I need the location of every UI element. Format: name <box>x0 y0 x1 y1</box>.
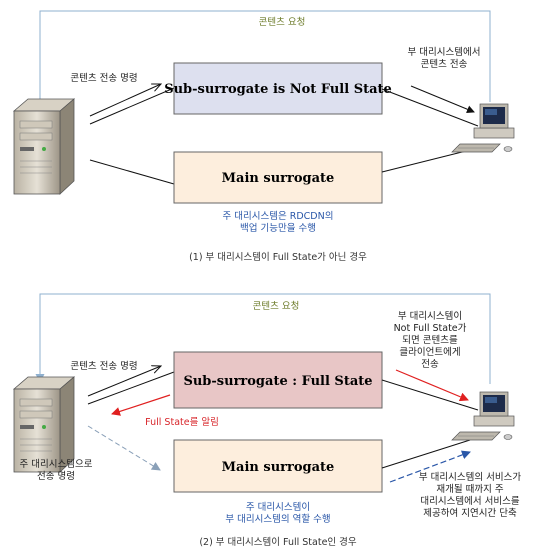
client-computer-icon <box>451 391 515 441</box>
caption-2: (2) 부 대리시스템이 Full State인 경우 <box>199 536 357 548</box>
command-label: 콘텐츠 전송 명령 <box>70 72 137 84</box>
full-state-notify-label: Full State를 알림 <box>145 416 219 428</box>
service-note-line-3: 대리시스템에서 서비스를 <box>420 495 519 507</box>
content-request-line <box>35 293 491 384</box>
main-surrogate-box <box>173 439 383 493</box>
content-request-line <box>35 10 491 113</box>
sub-surrogate-label: Sub-surrogate : Full State <box>183 374 372 389</box>
main-command-label-line-2: 전송 명령 <box>37 470 75 482</box>
main-note-line-2: 백업 기능만을 수행 <box>240 222 316 234</box>
command-line <box>87 371 175 405</box>
client-computer-icon <box>451 103 515 153</box>
client-note-line-2: 콘텐츠 전송 <box>421 59 468 70</box>
sub-surrogate-box <box>173 62 383 115</box>
service-note-line-2: 재개될 때까지 주 <box>436 484 503 495</box>
client-send-arrow <box>395 369 469 402</box>
client-note-line-3: 되면 콘텐츠를 <box>402 335 458 346</box>
sub-surrogate-box <box>173 351 383 409</box>
server-main-line <box>89 159 175 185</box>
full-state-notify-arrow <box>111 394 171 416</box>
command-line <box>89 87 175 125</box>
main-surrogate-label: Main surrogate <box>222 460 335 475</box>
client-note-line-1: 부 대리시스템이 <box>398 310 462 322</box>
sub-client-line <box>381 379 479 411</box>
sub-surrogate-label: Sub-surrogate is Not Full State <box>164 82 392 97</box>
client-note-line-4: 클라이언트에게 <box>399 346 460 358</box>
panel-1: 콘텐츠 요청 콘텐츠 전송 명령 Sub-surrogate is Not Fu… <box>13 10 515 263</box>
service-note-line-1: 부 대리시스템의 서비스가 <box>419 471 521 483</box>
main-note-line-1: 주 대리시스템이 <box>246 501 310 513</box>
main-command-arrow <box>87 425 161 471</box>
sub-client-line <box>381 88 479 127</box>
main-surrogate-label: Main surrogate <box>222 171 335 186</box>
command-label: 콘텐츠 전송 명령 <box>70 360 137 372</box>
panel-2: 콘텐츠 요청 콘텐츠 전송 명령 Sub-surrogate : Full St… <box>13 293 521 548</box>
main-note-line-2: 부 대리시스템의 역할 수행 <box>225 513 330 525</box>
service-note-line-4: 제공하여 지연시간 단축 <box>423 507 517 519</box>
main-note-line-1: 주 대리시스템은 RDCDN의 <box>223 210 334 222</box>
server-icon <box>13 376 75 473</box>
command-arrow <box>89 84 161 117</box>
main-service-arrow <box>389 450 471 483</box>
client-note-line-1: 부 대리시스템에서 <box>408 46 481 58</box>
client-note-line-5: 전송 <box>421 359 439 370</box>
content-request-label: 콘텐츠 요청 <box>253 301 300 312</box>
main-command-label-line-1: 주 대리시스템으로 <box>20 458 93 470</box>
main-client-line <box>381 149 471 173</box>
server-icon <box>13 98 75 195</box>
main-surrogate-box <box>173 151 383 204</box>
command-arrow <box>87 366 161 397</box>
content-request-label: 콘텐츠 요청 <box>259 17 306 28</box>
content-send-arrow <box>410 85 475 114</box>
main-client-line <box>381 439 471 469</box>
caption-1: (1) 부 대리시스템이 Full State가 아닌 경우 <box>189 251 367 263</box>
client-note-line-2: Not Full State가 <box>394 323 467 334</box>
